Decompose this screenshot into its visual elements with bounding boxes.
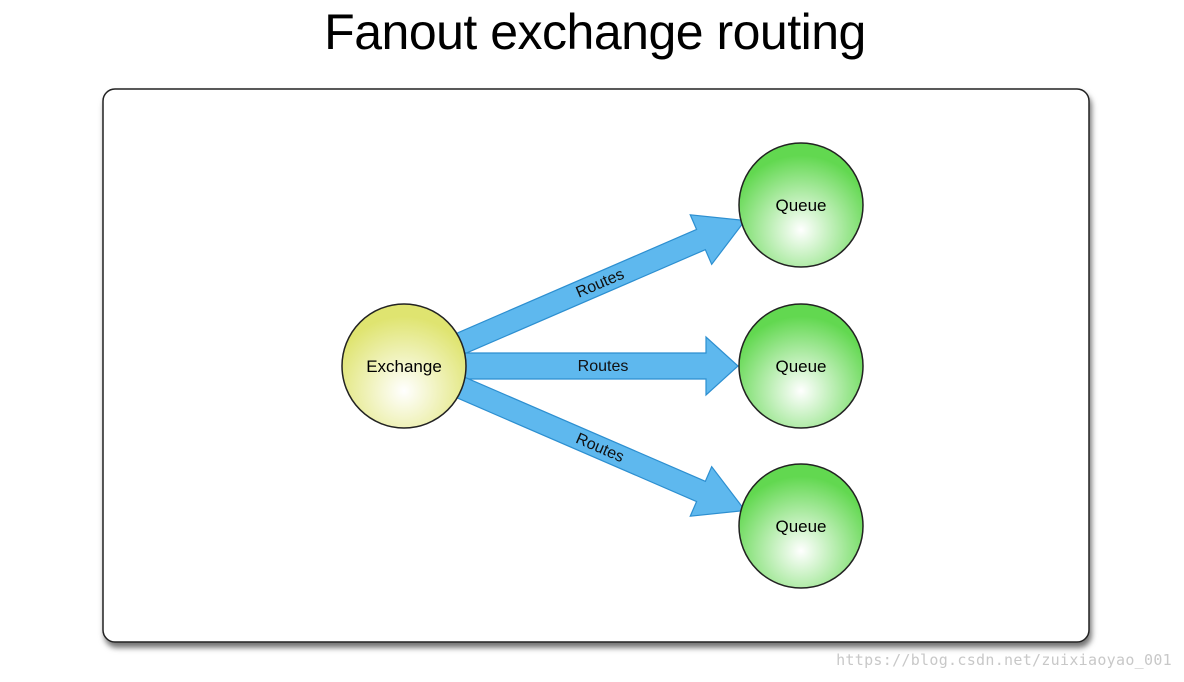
queue-label-middle: Queue (775, 357, 826, 376)
queue-label-bottom: Queue (775, 517, 826, 536)
queue-node-top: Queue (738, 142, 864, 268)
queue-node-bottom: Queue (738, 463, 864, 589)
exchange-node: Exchange (341, 303, 467, 429)
queue-node-middle: Queue (738, 303, 864, 429)
route-arrow-middle: Routes (459, 335, 739, 397)
queue-label-top: Queue (775, 196, 826, 215)
route-label-middle: Routes (578, 358, 629, 375)
watermark-url: https://blog.csdn.net/zuixiaoyao_001 (836, 651, 1172, 669)
diagram-title: Fanout exchange routing (324, 4, 866, 60)
exchange-label: Exchange (366, 357, 442, 376)
